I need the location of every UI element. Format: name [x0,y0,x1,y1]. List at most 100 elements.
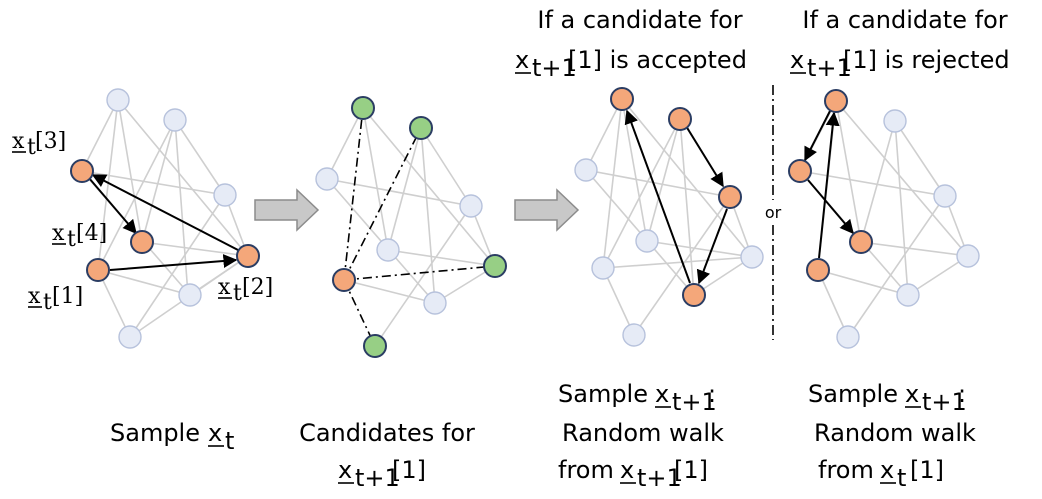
arrow-walk-c [807,179,854,235]
graph3-node-gray [574,158,598,182]
node-xt1-current [332,268,356,292]
label-xt2: x t [2] [218,275,273,306]
svg-text:[2]: [2] [242,275,273,300]
svg-text:[1]: [1] [392,456,426,484]
arrow-walk-1 [624,109,691,284]
graph4-node-gray [896,283,920,307]
svg-text:x: x [12,129,25,154]
graph3-node-gray [740,245,764,269]
graph-sample-xt: x t [3] x t [4] x t [1] x t [2] [12,88,273,349]
graph2-edges [326,107,496,347]
svg-text:Sample: Sample [808,380,898,408]
block-arrow-1 [254,188,320,232]
graph1-edges [81,99,249,338]
arrow-walk-b [804,110,831,162]
svg-text:t: t [225,427,234,455]
graph-candidates [315,96,507,358]
graph1-node-gray [106,88,130,112]
svg-text:Random walk: Random walk [814,419,976,447]
graph3-node-gray [622,323,646,347]
svg-text:t+1: t+1 [532,54,577,82]
svg-text:t: t [27,135,36,160]
svg-text::: : [708,380,716,408]
svg-text:t: t [43,290,52,315]
graph3-node-gray [635,229,659,253]
svg-text:Candidates for: Candidates for [299,419,475,447]
node-xt2 [236,244,260,268]
svg-text:[1] is rejected: [1] is rejected [843,46,1010,74]
arrow-walk-2 [685,125,724,188]
caption-rejected: Sample x t+1 : Random walk from x t [1] [808,380,976,492]
svg-text:x: x [218,275,231,300]
graph2-node-gray [315,167,339,191]
svg-text:from: from [818,456,874,484]
candidate-node [363,334,387,358]
svg-text:If a candidate for: If a candidate for [537,6,742,34]
svg-text:If a candidate for: If a candidate for [802,6,1007,34]
graph4-edges [799,100,969,338]
svg-text:t: t [233,281,242,306]
svg-text:x: x [52,221,65,246]
svg-text:[1]: [1] [674,456,708,484]
svg-text:Random walk: Random walk [562,419,724,447]
graph4-node-gray [956,244,980,268]
graph3-node-orange [668,107,692,131]
arrow-xt1-to-xt2 [109,254,238,271]
candidate-node [483,254,507,278]
svg-text:x: x [905,380,919,408]
graph3-edges [585,98,753,336]
svg-text:x: x [790,46,804,74]
svg-text:t: t [67,227,76,252]
graph3-node-orange [718,185,742,209]
svg-text:Sample: Sample [558,380,648,408]
graph2-node-gray [459,194,483,218]
graph4-node-orange [849,230,873,254]
graph-rejected [788,89,980,349]
graph3-node-orange [682,283,706,307]
candidate-node [409,116,433,140]
svg-text::: : [958,380,966,408]
graph1-node-gray [163,108,187,132]
svg-text:[1] is accepted: [1] is accepted [568,46,747,74]
graph4-node-orange [788,159,812,183]
arrow-walk-3 [696,208,728,285]
header-accepted: If a candidate for x t+1 [1] is accepted [515,6,747,82]
svg-text:t+1: t+1 [355,464,400,492]
svg-text:[3]: [3] [35,129,66,154]
svg-text:[4]: [4] [76,221,107,246]
graph4-node-orange [824,89,848,113]
svg-text:[1]: [1] [910,456,944,484]
label-xt4: x t [4] [52,221,107,252]
graph4-node-gray [883,109,907,133]
svg-text:x: x [880,456,894,484]
arrow-xt3-to-xt4 [88,177,137,235]
svg-text:x: x [515,46,529,74]
graph1-node-gray [213,183,237,207]
arrow-walk-a [818,111,840,259]
arrow-xt2-to-xt3 [91,174,239,251]
svg-text:x: x [208,419,222,447]
graph4-node-gray [933,184,957,208]
node-xt4 [130,230,154,254]
graph3-node-gray [591,256,615,280]
svg-text:t+1: t+1 [672,388,717,416]
caption-sample-xt: Sample x t [110,419,234,455]
block-arrow-2 [514,188,580,232]
node-xt1 [86,258,110,282]
node-xt3 [70,159,94,183]
graph2-candidate-edges [343,107,496,347]
graph2-node-gray [376,238,400,262]
svg-text:x: x [655,380,669,408]
label-xt1: x t [1] [28,284,83,315]
or-label: or [765,203,782,222]
caption-candidates: Candidates for x t+1 [1] [299,419,475,492]
svg-text:t+1: t+1 [637,464,682,492]
candidate-node [351,96,375,120]
graph1-node-gray [118,325,142,349]
divider-gap [762,200,784,222]
svg-text:x: x [338,456,352,484]
svg-text:from: from [558,456,614,484]
graph1-node-gray [178,283,202,307]
